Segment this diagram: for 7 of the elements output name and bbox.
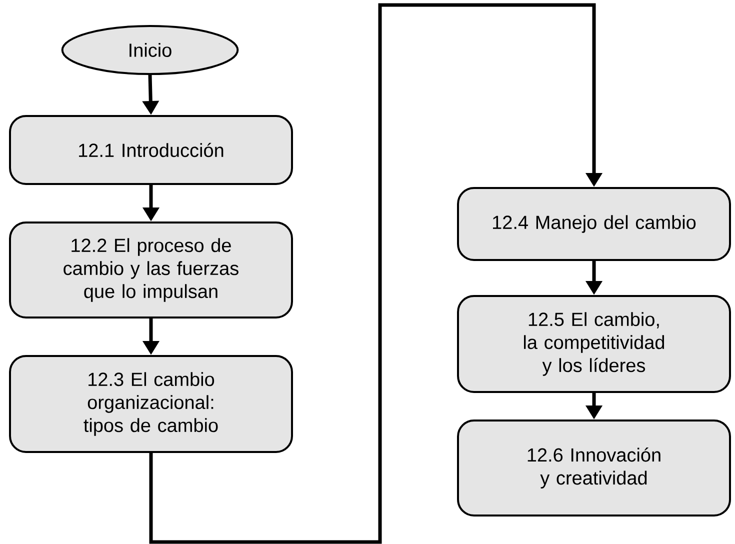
process-box: 12.1 Introducción — [9, 115, 293, 185]
process-box: 12.5 El cambio, la competitividad y los líderes — [457, 295, 731, 393]
process-box: 12.6 Innovación y creatividad — [457, 420, 731, 516]
process-box: 12.2 El proceso de cambio y las fuerzas que lo impulsan — [9, 222, 293, 318]
process-box: 12.3 El cambio organizacional: tipos de cambio — [9, 355, 293, 453]
process-box: 12.4 Manejo del cambio — [457, 187, 731, 261]
arrow — [149, 3, 603, 544]
